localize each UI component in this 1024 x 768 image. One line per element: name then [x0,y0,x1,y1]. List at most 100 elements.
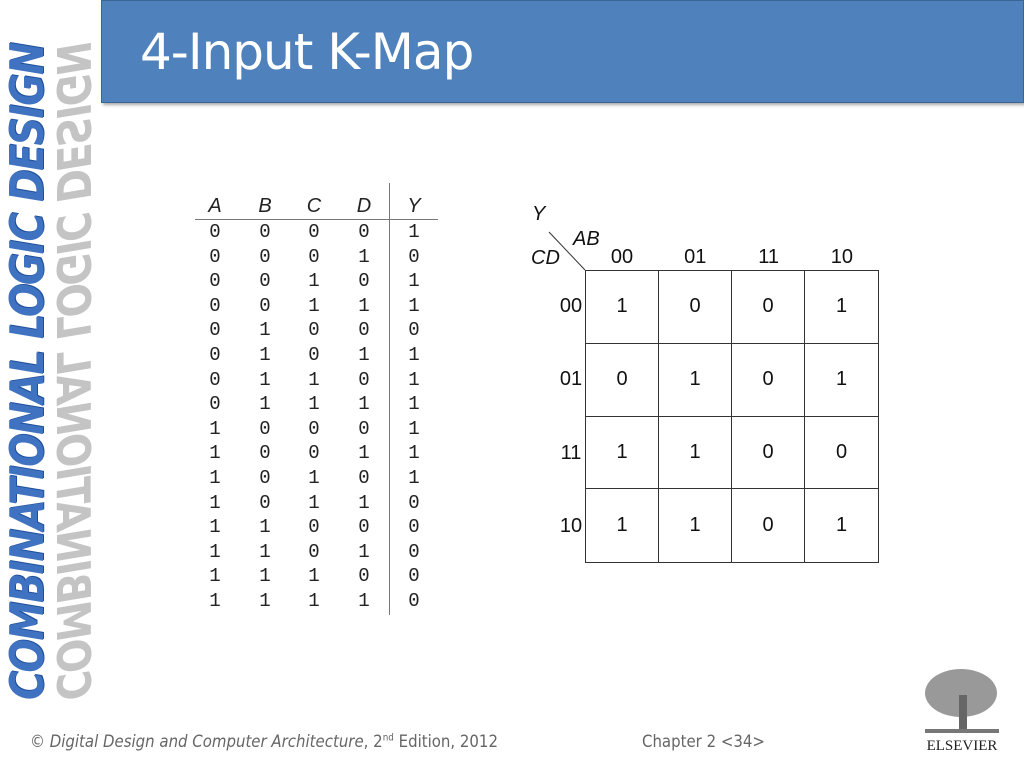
truth-table-cell: 0 [408,516,420,539]
slide-title: 4-Input K-Map [140,23,474,81]
table-divider-horizontal [195,219,438,220]
truth-table-cell: 0 [408,245,420,268]
truth-table-cell: 1 [408,368,420,391]
svg-text:ELSEVIER: ELSEVIER [927,738,998,753]
truth-table-cell: 1 [209,417,221,440]
truth-table-cell: 0 [259,442,271,465]
kmap-cell: 1 [659,343,732,417]
truth-table-cell: 1 [308,294,320,317]
kmap-diagonal [548,231,586,271]
edition-text: , 2 [363,732,383,752]
truth-table-cell: 1 [308,368,320,391]
kmap-cell: 0 [586,343,659,417]
truth-table-cell: 1 [358,590,370,612]
truth-table-cell: 1 [358,245,370,268]
edition-sup: nd [382,732,394,744]
side-banner-reflection: COMBINATIONAL LOGIC DESIGN [46,43,100,701]
kmap-cell: 0 [659,271,732,344]
truth-table-cell: 1 [308,467,320,489]
truth-table-cell: 0 [209,245,221,268]
title-bar: 4-Input K-Map [101,0,1024,103]
kmap-cell: 0 [732,343,805,417]
kmap-col-var: AB [573,228,600,250]
chapter-number: Chapter 2 <34> [642,732,765,752]
kmap-cell: 1 [835,514,848,537]
kmap-row-var: CD [531,247,560,269]
truth-table-cell: 1 [209,540,221,563]
truth-table-cell: 1 [358,442,370,465]
kmap-cell: 1 [659,416,732,490]
truth-table-cell: 0 [209,393,221,416]
table-divider-vertical [389,183,390,615]
truth-table-cell: 0 [308,442,320,465]
truth-table-cell: 1 [209,442,221,465]
truth-table-cell: 0 [259,467,271,489]
truth-table-header: C [306,195,322,217]
truth-table-header: B [258,195,272,217]
kmap-cell: 0 [732,416,805,490]
kmap-cell: 0 [732,271,805,344]
truth-table-cell: 0 [358,368,370,391]
kmap-col-label: 00 [610,246,634,268]
truth-table-cell: 0 [308,319,320,342]
truth-table-cell: 0 [308,417,320,440]
truth-table-cell: 1 [358,294,370,317]
truth-table-cell: 0 [209,221,221,243]
truth-table-cell: 0 [259,245,271,268]
truth-table-cell: 1 [408,221,420,243]
truth-table-cell: 1 [408,442,420,465]
truth-table-cell: 1 [358,344,370,366]
truth-table-cell: 0 [408,491,420,514]
truth-table-cell: 0 [209,270,221,293]
truth-table-cell: 1 [259,565,271,588]
truth-table-cell: 1 [308,590,320,612]
truth-table-cell: 1 [259,368,271,391]
truth-table-cell: 1 [408,294,420,317]
truth-table-cell: 0 [308,516,320,539]
kmap-row-label: 11 [560,441,582,464]
kmap-cell: 0 [732,489,805,562]
truth-table-cell: 1 [259,516,271,539]
edition-year: Edition, 2012 [393,732,498,752]
truth-table-cell: 1 [358,393,370,416]
kmap-cell: 1 [586,416,659,490]
truth-table-cell: 0 [259,491,271,514]
truth-table-cell: 0 [408,565,420,588]
truth-table-cell: 1 [308,393,320,416]
truth-table-cell: 1 [259,393,271,416]
kmap-cell: 1 [805,344,878,417]
side-banner-text: COMBINATIONAL LOGIC DESIGN [0,43,54,701]
truth-table-cell: 1 [209,491,221,514]
truth-table-cell: 0 [408,319,420,342]
truth-table-cell: 0 [308,344,320,366]
footer-copyright: © Digital Design and Computer Architectu… [30,732,498,752]
truth-table-cell: 1 [259,344,271,366]
truth-table-cell: 0 [308,245,320,268]
truth-table-cell: 1 [259,540,271,563]
truth-table-cell: 0 [259,294,271,317]
truth-table-cell: 1 [259,319,271,342]
truth-table-cell: 1 [209,590,221,612]
truth-table-cell: 0 [259,221,271,243]
truth-table-cell: 0 [308,221,320,243]
truth-table-cell: 0 [358,417,370,440]
kmap-col-label: 01 [684,246,707,268]
truth-table-cell: 0 [209,319,221,342]
truth-table-cell: 1 [408,270,420,293]
elsevier-logo: ELSEVIER [921,665,1003,754]
truth-table-cell: 0 [259,270,271,293]
truth-table-cell: 1 [209,565,221,588]
kmap-output-label: Y [532,203,546,225]
kmap-col-label: 11 [758,246,779,268]
truth-table-cell: 0 [209,294,221,317]
truth-table-cell: 1 [308,491,320,514]
truth-table-cell: 0 [259,417,271,440]
copyright-symbol: © [30,732,45,752]
truth-table-header: D [356,195,372,217]
kmap-cell: 1 [659,489,732,562]
truth-table-cell: 1 [259,590,271,612]
truth-table-cell: 1 [408,467,420,489]
truth-table-cell: 0 [408,590,420,612]
truth-table-cell: 0 [308,540,320,563]
truth-table-cell: 0 [358,565,370,588]
